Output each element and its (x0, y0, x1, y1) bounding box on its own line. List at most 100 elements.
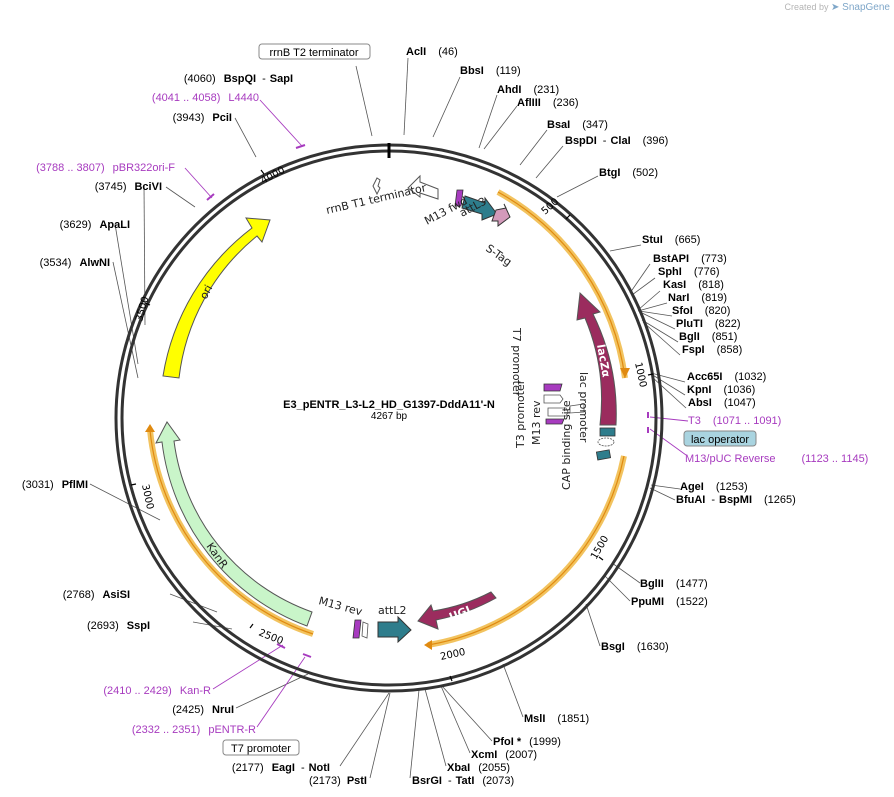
site-label: BsaI(347) (547, 119, 608, 131)
site-label: PfoI *(1999) (493, 736, 561, 748)
site-label: (3943)PciI (173, 112, 232, 124)
site-sfoi-pos: (820) (705, 305, 731, 317)
plasmid-length: 4267 bp (371, 411, 408, 422)
site-bspmi: BspMI (719, 494, 752, 506)
site-l4440: L4440 (228, 92, 259, 104)
t3promoter-label: T3 promoter (514, 379, 527, 449)
site-aflii: AflIII (517, 97, 541, 109)
orf-arc-1-line (497, 191, 626, 379)
site-label: (4060)BspQI-SapI (184, 73, 293, 85)
site-label: BsrGI-TatI(2073) (412, 775, 514, 787)
site-separator: - (603, 135, 607, 147)
site-ahdi: AhdI (497, 84, 521, 96)
t7promoter2-feature (361, 621, 369, 639)
site-label: (2768)AsiSI (63, 589, 130, 601)
site-absi-pos: (1047) (724, 397, 756, 409)
site-pflmi-pos: (3031) (22, 479, 54, 491)
site-bspqi: BspQI (224, 73, 256, 85)
capsite-label: CAP binding site (560, 400, 573, 490)
site-label: MslI(1851) (524, 713, 589, 725)
site-bspdi-pos: (396) (643, 135, 669, 147)
site-sspi-pos: (2693) (87, 620, 119, 632)
site-pentr: pENTR-R (208, 724, 256, 736)
site-apali: ApaLI (99, 219, 130, 231)
rrnb-t2-box (258, 43, 371, 60)
kanr-feature (155, 421, 313, 627)
site-stui-pos: (665) (675, 234, 701, 246)
ugi-feature (417, 591, 497, 630)
site-kasi: KasI (663, 279, 686, 291)
tick-marks (130, 169, 654, 682)
site-label: AgeI(1253) (680, 481, 748, 493)
site-bcivi: BciVI (134, 181, 162, 193)
site-msli: MslI (524, 713, 545, 725)
site-nrui: NruI (212, 704, 234, 716)
created-by-credit: Created by ➤ SnapGene (784, 2, 890, 13)
site-pentr-pos: (2332 .. 2351) (132, 724, 201, 736)
site-bbsi-pos: (119) (496, 65, 521, 77)
site-bsrgi: BsrGI (412, 775, 442, 787)
site-label: (3745)BciVI (95, 181, 162, 193)
site-label: BsgI(1630) (601, 641, 669, 653)
primer-markers (206, 144, 649, 658)
site-alwni-pos: (3534) (40, 257, 72, 269)
credit-brand: SnapGene (842, 2, 890, 13)
site-t3-pos: (1071 .. 1091) (713, 415, 782, 427)
site-label: (2410 .. 2429)Kan-R (103, 685, 211, 697)
site-tati: TatI (456, 775, 475, 787)
site-btgi: BtgI (599, 167, 620, 179)
site-bspdi: BspDI (565, 135, 597, 147)
site-separator: - (711, 494, 715, 506)
site-label: KpnI(1036) (687, 384, 755, 396)
site-aflii-pos: (236) (553, 97, 579, 109)
site-sapi: SapI (270, 73, 293, 85)
site-sphi-pos: (776) (694, 266, 720, 278)
site-label: SphI(776) (658, 266, 720, 278)
orf-arc-2-head (424, 640, 432, 650)
site-pluti-pos: (822) (715, 318, 741, 330)
site-bgli: BglI (679, 331, 700, 343)
site-separator: - (448, 775, 452, 787)
site-label: BfuAI-BspMI(1265) (676, 494, 796, 506)
tick-2000: 2000 (439, 647, 466, 663)
site-eagi: EagI (272, 762, 295, 774)
plasmid-name: E3_pENTR_L3-L2_HD_G1397-DddA11'-N (283, 399, 495, 411)
site-label: BspDI-ClaI(396) (565, 135, 668, 147)
site-label: XcmI(2007) (471, 749, 537, 761)
site-asisi: AsiSI (102, 589, 130, 601)
site-acc65i: Acc65I (687, 371, 722, 383)
lac-operator-feature (599, 427, 616, 437)
m13rev-feature (545, 418, 565, 425)
attl2-feature (377, 615, 412, 644)
site-ppumi-pos: (1522) (676, 596, 708, 608)
site-ppumi: PpuMI (631, 596, 664, 608)
site-bglii-pos: (1477) (676, 578, 708, 590)
cap-site-box (595, 449, 612, 461)
ori-feature (162, 217, 271, 379)
t7promoter2-label: T7 promoter (231, 743, 291, 755)
site-fspi-pos: (858) (717, 344, 743, 356)
site-acc65i-pos: (1032) (734, 371, 766, 383)
site-label: BbsI(119) (460, 65, 521, 77)
site-label: StuI(665) (642, 234, 700, 246)
site-pcii: PciI (212, 112, 232, 124)
site-bfuai-pos: (1265) (764, 494, 796, 506)
m13rev2-feature (352, 619, 362, 639)
site-pbr322-pos: (3788 .. 3807) (36, 162, 105, 174)
site-l4440-pos: (4041 .. 4058) (152, 92, 221, 104)
site-t3: T3 (688, 415, 701, 427)
site-label: BglII(1477) (640, 578, 708, 590)
lac-operator-label: lac operator (691, 434, 749, 446)
site-agei-pos: (1253) (716, 481, 748, 493)
site-btgi-pos: (502) (632, 167, 658, 179)
site-nari-pos: (819) (701, 292, 727, 304)
tick-3000: 3000 (139, 483, 155, 510)
site-label: FspI(858) (682, 344, 742, 356)
rrnb-t2-label: rrnB T2 terminator (269, 47, 358, 59)
site-noti: NotI (309, 762, 330, 774)
cap-site-feature (597, 437, 615, 447)
site-label: KasI(818) (663, 279, 724, 291)
site-label: (2425)NruI (172, 704, 234, 716)
site-bstapi: BstAPI (653, 253, 689, 265)
site-label: BglI(851) (679, 331, 737, 343)
